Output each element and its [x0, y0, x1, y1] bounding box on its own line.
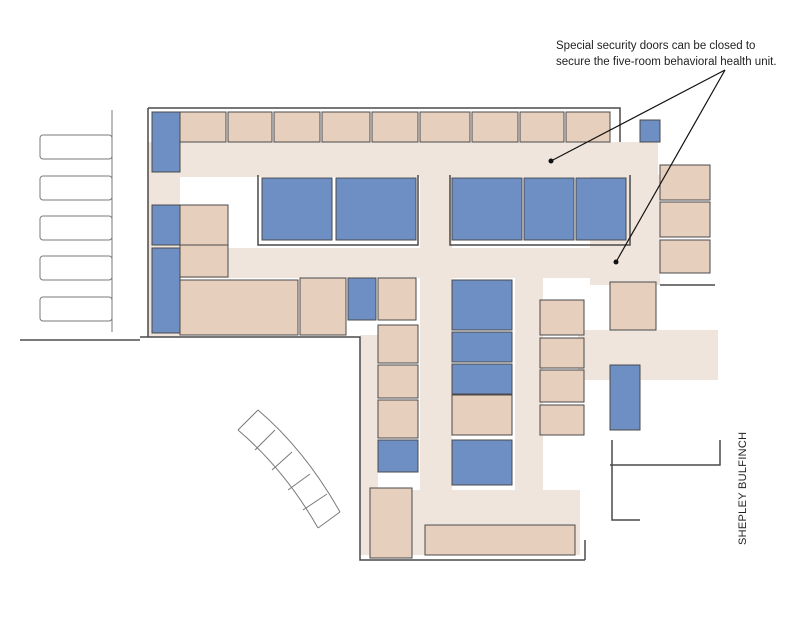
annotation-line-2: secure the five-room behavioral health u… [556, 56, 777, 68]
annotation-line-1: Special security doors can be closed to [556, 40, 756, 52]
leader-lines [550, 69, 726, 263]
security-door-annotation: Special security doors can be closed to … [556, 38, 788, 70]
image-credit: SHEPLEY BULFINCH [737, 431, 749, 545]
corridors [148, 142, 718, 555]
canopy-arc [237, 409, 341, 529]
blue-rooms [151, 111, 661, 486]
security-door-marker-north [548, 158, 554, 164]
walls [140, 107, 721, 561]
exam-rooms [179, 111, 711, 559]
security-door-marker-east [613, 259, 619, 265]
ambulance-bay [20, 110, 140, 341]
